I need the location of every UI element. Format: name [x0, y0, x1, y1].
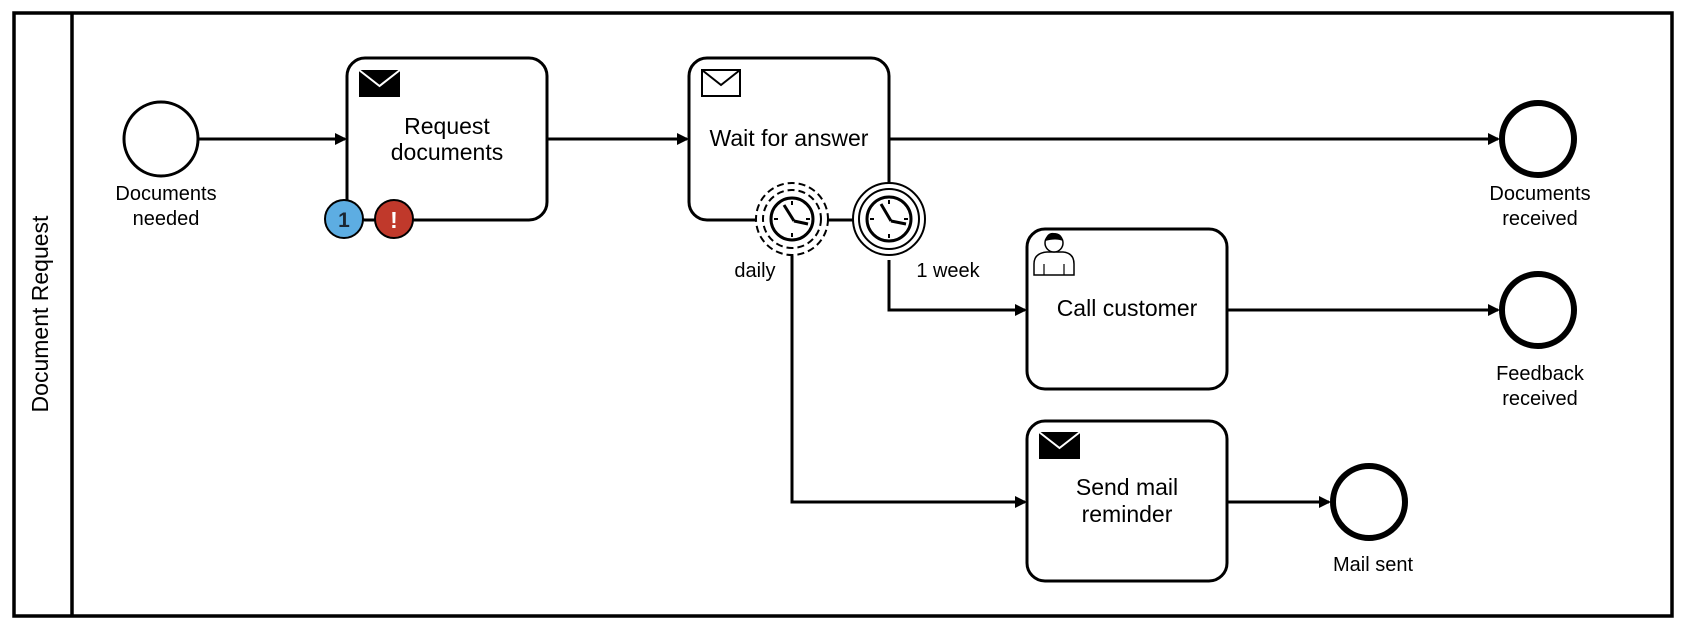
timer-icon [769, 196, 815, 242]
end-event-documents-received-line2: received [1502, 208, 1578, 230]
end-event-documents-received[interactable] [1499, 100, 1577, 178]
task-send-mail-reminder-line1: Send mail [1076, 474, 1178, 500]
end-event-feedback-received-line2: received [1502, 388, 1578, 410]
timer-event-one-week[interactable] [852, 182, 926, 256]
end-event-documents-received-line1: Documents [1489, 183, 1590, 205]
task-wait-for-answer-line1: Wait for answer [710, 125, 869, 151]
envelope-outline-icon [701, 69, 741, 97]
error-badge-label: ! [390, 207, 398, 233]
end-event-mail-sent[interactable] [1330, 463, 1408, 541]
timer-event-one-week-label: 1 week [916, 260, 980, 282]
pool-label: Document Request [27, 215, 53, 412]
start-event-label-line1: Documents [115, 183, 216, 205]
start-event[interactable] [122, 100, 200, 178]
end-event-mail-sent-line1: Mail sent [1333, 554, 1413, 576]
task-request-documents-line2: documents [391, 139, 504, 165]
envelope-filled-icon [1038, 431, 1081, 459]
error-badge[interactable]: ! [374, 199, 414, 239]
count-badge-label: 1 [338, 209, 350, 232]
end-event-feedback-received[interactable] [1499, 271, 1577, 349]
timer-event-daily[interactable] [755, 182, 829, 256]
task-send-mail-reminder-line2: reminder [1082, 501, 1173, 527]
task-wait-for-answer[interactable]: Wait for answer [687, 56, 891, 222]
task-send-mail-reminder[interactable]: Send mail reminder [1025, 419, 1229, 583]
start-event-label-line2: needed [133, 208, 200, 230]
task-request-documents-line1: Request [404, 113, 490, 139]
flow-week-to-call-customer[interactable] [887, 260, 1027, 316]
flow-daily-to-reminder[interactable] [790, 256, 1027, 508]
envelope-filled-icon [358, 69, 401, 97]
timer-icon [865, 195, 913, 243]
count-badge[interactable]: 1 [324, 199, 364, 239]
task-call-customer-line1: Call customer [1057, 295, 1198, 321]
timer-event-daily-label: daily [734, 260, 775, 282]
end-event-feedback-received-line1: Feedback [1496, 363, 1585, 385]
task-request-documents[interactable]: Request documents [345, 56, 549, 222]
user-icon [1033, 232, 1075, 276]
task-call-customer[interactable]: Call customer [1025, 227, 1229, 391]
